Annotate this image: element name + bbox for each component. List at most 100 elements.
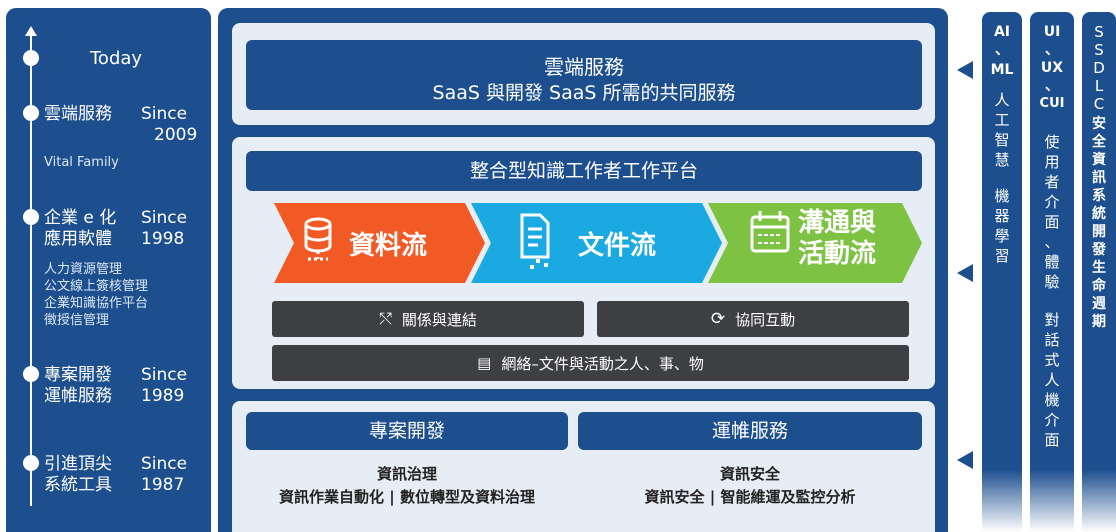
timeline-entry-title: 引進頂尖 <box>44 454 112 474</box>
timeline-entry-title: 應用軟體 <box>44 229 112 249</box>
vertical-char: 介 <box>1044 411 1060 429</box>
timeline-panel: Today 雲端服務 Since 2009 Vital Family 企業 e … <box>6 8 211 532</box>
vertical-char: L <box>1094 77 1104 95</box>
pointer-triangle-icon <box>957 451 973 469</box>
sdlc-column: S S D L C 安 全 資 訊 系 統 開 發 生 命 週 期 <box>1082 12 1116 532</box>
timeline-entry-title: 雲端服務 <box>44 104 112 124</box>
vertical-char: 機 <box>1044 391 1060 409</box>
vertical-char: S <box>1094 41 1104 59</box>
vertical-char: 期 <box>1092 314 1106 330</box>
security-label: 資訊安全 <box>719 465 780 483</box>
vertical-char: 、 <box>1044 233 1060 251</box>
vertical-char: 系 <box>1092 188 1106 204</box>
database-icon <box>304 217 332 261</box>
timeline-entry-sub: 徵授信管理 <box>44 313 110 328</box>
vertical-char: 週 <box>1092 296 1106 312</box>
vertical-char: 生 <box>1092 260 1106 276</box>
timeline-axis <box>30 36 32 506</box>
ui-ux-column: UI 、 UX 、 CUI 使 用 者 介 面 、 體 驗 對 話 式 人 機 … <box>1030 12 1074 532</box>
timeline-dot <box>23 209 39 225</box>
timeline-entry-title: 企業 e 化 <box>44 208 117 228</box>
timeline-entry-title: 系統工具 <box>44 475 112 495</box>
timeline-arrow-icon <box>25 26 37 36</box>
vertical-char: 者 <box>1044 173 1060 191</box>
relation-label: 關係與連結 <box>401 310 477 329</box>
vertical-char: 工 <box>994 111 1010 129</box>
vertical-char: 介 <box>1044 193 1060 211</box>
timeline-entry-year: 1987 <box>141 475 185 495</box>
timeline-entry-sub: 企業知識協作平台 <box>44 296 149 311</box>
network-label: 網絡–文件與活動之人、事、物 <box>501 354 704 373</box>
timeline-entry-since: Since <box>141 454 188 474</box>
operation-service-title: 運帷服務 <box>578 412 922 450</box>
platform-panel: 整合型知識工作者工作平台 <box>232 137 935 389</box>
vertical-char: UI <box>1043 24 1061 40</box>
timeline-entry-since: Since <box>141 208 188 228</box>
doc-flow-chevron <box>471 203 722 283</box>
cloud-subtitle: SaaS 與開發 SaaS 所需的共同服務 <box>432 82 736 104</box>
vertical-char: 器 <box>994 207 1010 225</box>
cloud-title: 雲端服務 <box>544 55 624 79</box>
vertical-char: 安 <box>1092 116 1106 132</box>
ai-ml-column: AI 、 ML 人 工 智 慧 機 器 學 習 <box>982 12 1022 532</box>
vertical-char: ML <box>990 62 1014 78</box>
timeline-entry-title: 運帷服務 <box>44 386 112 406</box>
timeline-entry-year: 2009 <box>154 125 198 145</box>
cloud-panel: 雲端服務 SaaS 與開發 SaaS 所需的共同服務 <box>232 23 935 125</box>
security-detail: 資訊安全 | 智能維運及監控分析 <box>644 488 856 506</box>
vertical-char: AI <box>993 24 1011 40</box>
vertical-char: 面 <box>1044 213 1060 231</box>
data-flow-label: 資料流 <box>349 231 428 261</box>
calendar-icon <box>750 211 790 253</box>
vertical-char: 智 <box>994 131 1010 149</box>
governance-label: 資訊治理 <box>376 465 437 483</box>
relation-bar: ⤲ 關係與連結 <box>272 301 584 337</box>
vertical-char: C <box>1093 95 1105 113</box>
document-icon <box>520 213 550 269</box>
vertical-char: 發 <box>1092 242 1106 258</box>
timeline-entry-title: 專案開發 <box>44 365 112 385</box>
vertical-char: 對 <box>1044 311 1060 329</box>
timeline-entry-since: Since <box>141 104 188 124</box>
network-nodes-icon: ⤲ <box>379 309 392 328</box>
timeline-dot <box>23 50 39 66</box>
timeline-entry-year: 1998 <box>141 229 185 249</box>
vertical-char: 開 <box>1092 224 1106 240</box>
flows-graphic <box>274 203 922 283</box>
timeline-dot <box>23 105 39 121</box>
timeline-entry-sub: 公文線上簽核管理 <box>44 279 149 294</box>
collaboration-label: 協同互動 <box>735 310 796 329</box>
collaboration-bar: ⟳ 協同互動 <box>597 301 909 337</box>
vertical-char: UX <box>1040 60 1064 76</box>
governance-detail: 資訊作業自動化 | 數位轉型及資料治理 <box>279 488 535 506</box>
data-flow-chevron <box>274 203 485 283</box>
vertical-char: 資 <box>1092 152 1106 168</box>
pointer-triangle-icon <box>957 264 973 282</box>
vertical-char: 機 <box>994 187 1010 205</box>
communication-flow-label: 溝通與 <box>798 208 877 238</box>
vertical-char: D <box>1093 59 1105 77</box>
vertical-char: 體 <box>1044 253 1060 271</box>
vertical-char: 、 <box>1045 78 1059 94</box>
platform-title: 整合型知識工作者工作平台 <box>246 151 922 191</box>
vertical-char: 面 <box>1044 431 1060 449</box>
vertical-char: 統 <box>1092 206 1106 222</box>
comm-flow-chevron <box>708 203 922 283</box>
vertical-char: 話 <box>1044 331 1060 349</box>
vertical-char: S <box>1094 23 1104 41</box>
pointer-triangle-icon <box>957 61 973 79</box>
vertical-char: 、 <box>995 42 1009 58</box>
vertical-char: 人 <box>994 91 1010 109</box>
network-bar: ▤ 網絡–文件與活動之人、事、物 <box>272 345 909 381</box>
vertical-char: 學 <box>994 227 1010 245</box>
vertical-char: 式 <box>1044 351 1060 369</box>
communication-flow-label: 活動流 <box>798 239 877 269</box>
vertical-char: 全 <box>1092 134 1106 150</box>
services-panel: 專案開發 運帷服務 資訊治理 資訊作業自動化 | 數位轉型及資料治理 資訊安全 … <box>232 401 935 532</box>
timeline-entry-sub: Vital Family <box>44 155 119 170</box>
vertical-char: 訊 <box>1092 170 1106 186</box>
vertical-char: CUI <box>1039 96 1065 111</box>
vertical-char: 人 <box>1044 371 1060 389</box>
vertical-char: 習 <box>994 247 1010 265</box>
server-icon: ▤ <box>477 354 492 372</box>
